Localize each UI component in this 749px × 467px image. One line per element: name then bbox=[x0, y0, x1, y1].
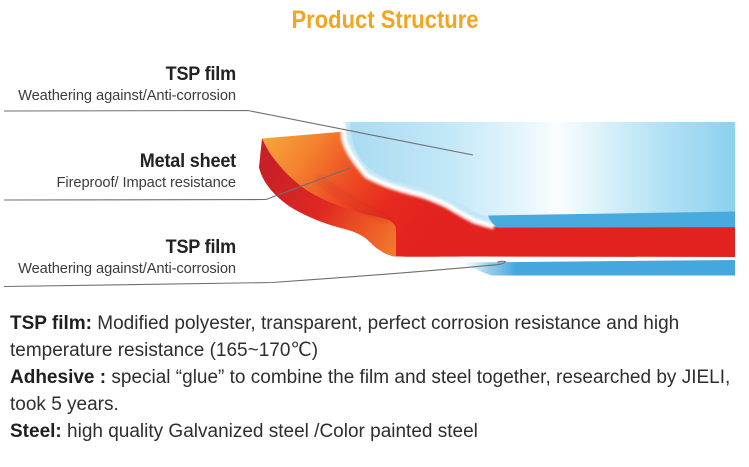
description-text: high quality Galvanized steel /Color pai… bbox=[61, 421, 478, 442]
description-text: temperature resistance (165~170℃) bbox=[10, 340, 319, 361]
description-text: took 5 years. bbox=[10, 394, 119, 415]
description-term: TSP film: bbox=[10, 313, 92, 334]
description-term: Steel: bbox=[10, 421, 62, 442]
description-line: Adhesive : special “glue” to combine the… bbox=[10, 364, 730, 391]
label-metal-sheet-subtitle: Fireproof/ Impact resistance bbox=[56, 174, 237, 191]
metal-sheet-crease-shadow bbox=[316, 175, 390, 223]
metal-sheet-front-edge bbox=[259, 138, 396, 257]
description-text: special “glue” to combine the film and s… bbox=[106, 367, 731, 388]
top-film-edge-glow bbox=[340, 121, 495, 230]
page-title: Product Structure bbox=[291, 6, 479, 34]
description-term: Adhesive : bbox=[10, 367, 107, 388]
leader-line-top-film bbox=[3, 109, 474, 156]
description-line: took 5 years. bbox=[10, 391, 730, 418]
label-top-film-subtitle: Weathering against/Anti-corrosion bbox=[18, 87, 236, 104]
label-metal-sheet-title: Metal sheet bbox=[139, 151, 236, 172]
label-top-film-title: TSP film bbox=[165, 64, 237, 85]
label-bottom-film-subtitle: Weathering against/Anti-corrosion bbox=[18, 260, 236, 277]
leader-line-bottom-film bbox=[3, 260, 507, 288]
label-bottom-film: TSP film Weathering against/Anti-corrosi… bbox=[0, 237, 236, 277]
description-block: TSP film: Modified polyester, transparen… bbox=[10, 310, 730, 445]
label-metal-sheet: Metal sheet Fireproof/ Impact resistance bbox=[0, 151, 237, 191]
leader-line-metal-sheet bbox=[3, 167, 351, 201]
label-bottom-film-title: TSP film bbox=[165, 237, 237, 258]
description-line: Steel: high quality Galvanized steel /Co… bbox=[10, 418, 730, 445]
description-line: TSP film: Modified polyester, transparen… bbox=[10, 310, 730, 337]
top-film-surface bbox=[350, 122, 735, 218]
label-top-film: TSP film Weathering against/Anti-corrosi… bbox=[0, 64, 236, 104]
bottom-film-layer bbox=[463, 260, 735, 276]
top-film-front-edge bbox=[488, 211, 735, 228]
description-text: Modified polyester, transparent, perfect… bbox=[92, 313, 680, 334]
description-line: temperature resistance (165~170℃) bbox=[10, 337, 730, 364]
